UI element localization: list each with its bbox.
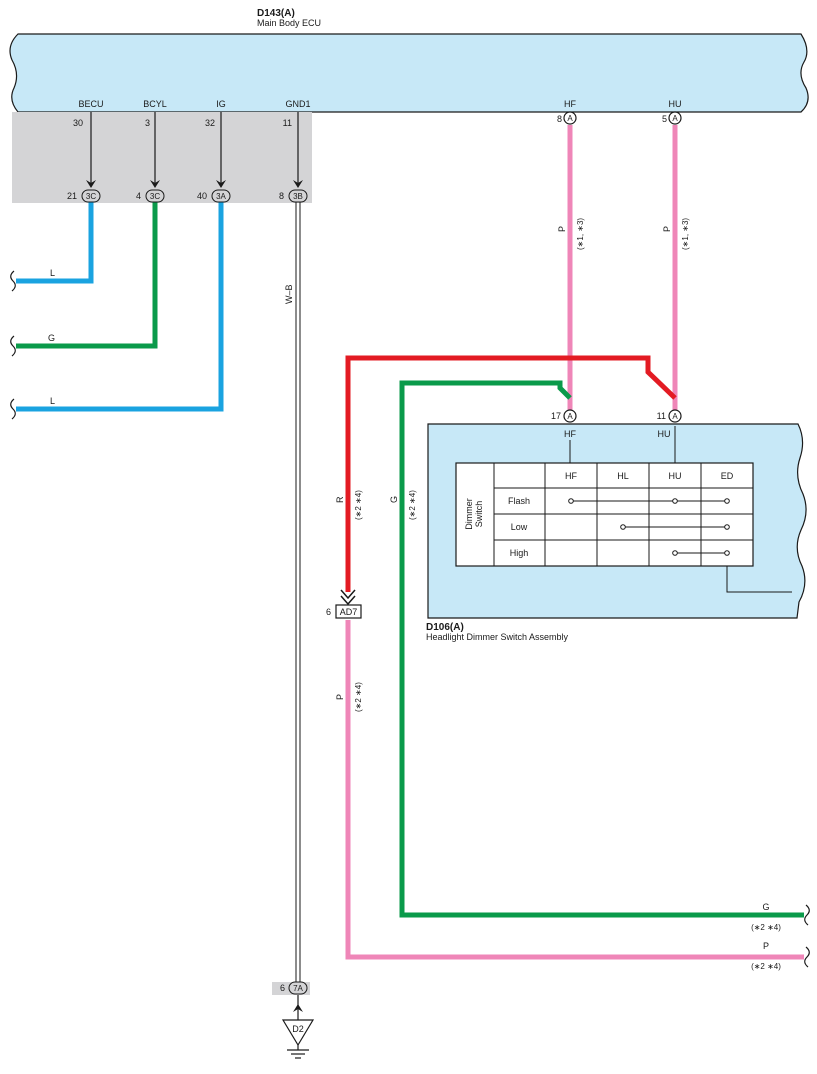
svg-text:A: A [672, 412, 678, 421]
connector-3c-becu: 3C 21 [67, 189, 101, 203]
double-arrow-ad7 [340, 589, 356, 606]
wire-note-hf: (∗1, ∗3) [576, 218, 585, 250]
terminal-label-becu: BECU [78, 99, 103, 109]
wire-label-hu: P [662, 226, 672, 232]
wire-note-hu: (∗1, ∗3) [681, 218, 690, 250]
table-col-hu: HU [669, 471, 682, 481]
svg-text:6: 6 [280, 983, 285, 993]
wire-label-p-out: P [763, 941, 769, 951]
svg-text:D2: D2 [292, 1024, 304, 1034]
switch-pin-hu: 11 [657, 411, 666, 421]
wire-bcyl-g [16, 198, 158, 349]
ecu-terminal-labels: BECU BCYL IG GND1 HF HU [78, 99, 681, 109]
connector-ad7: AD7 6 [326, 604, 362, 619]
wire-note-g: (∗2 ∗4) [408, 490, 417, 520]
wire-p-lower [345, 620, 804, 960]
svg-text:A: A [567, 114, 573, 123]
table-row-high: High [510, 548, 529, 558]
svg-text:A: A [567, 412, 573, 421]
ecu-code: D143(A) [257, 8, 295, 19]
svg-text:7A: 7A [293, 984, 303, 993]
wire-note-p-lower: (∗2 ∗4) [354, 682, 363, 712]
wire-gnd1-wb [295, 198, 301, 990]
table-row-low: Low [511, 522, 528, 532]
wire-label-gnd1: W–B [284, 284, 294, 304]
connector-a-ecu-hf: A [563, 111, 577, 125]
arrow-heads [86, 180, 303, 188]
dimmer-switch-table: Dimmer Switch HF HL HU ED Flash Low High [455, 462, 754, 567]
wire-becu-l [16, 198, 94, 284]
svg-text:3C: 3C [86, 192, 96, 201]
ecu-name: Main Body ECU [257, 18, 321, 28]
wire-note-r: (∗2 ∗4) [354, 490, 363, 520]
connector-3b-gnd1: 3B 8 [279, 189, 308, 203]
wire-label-g-out: G [762, 902, 769, 912]
pin-number-becu: 30 [73, 118, 83, 128]
pin-number-ig: 32 [205, 118, 215, 128]
pin-number-hu: 5 [662, 114, 667, 124]
connector-3c-bcyl: 3C 4 [136, 189, 165, 203]
connector-7a-ground: 7A 6 [272, 981, 310, 995]
svg-text:3B: 3B [293, 192, 303, 201]
switch-terminal-hf: HF [564, 429, 576, 439]
wire-label-bcyl: G [48, 333, 55, 343]
junction-block-area [12, 112, 312, 203]
switch-name: Headlight Dimmer Switch Assembly [426, 632, 569, 642]
pin-number-bcyl: 3 [145, 118, 150, 128]
ecu-box [9, 33, 809, 113]
connector-3a-ig: 3A 40 [197, 189, 231, 203]
svg-text:6: 6 [326, 607, 331, 617]
wire-r [345, 355, 677, 592]
wire-break-marks-left [10, 270, 16, 420]
svg-text:3A: 3A [216, 192, 226, 201]
ecu-pin-numbers: 30 3 32 11 8 5 [73, 114, 667, 128]
wire-ig-l [16, 198, 224, 412]
pin-number-hf: 8 [557, 114, 562, 124]
internal-arrows [90, 112, 299, 184]
wire-label-becu: L [50, 268, 55, 278]
table-row-flash: Flash [508, 496, 530, 506]
connector-pin-becu: 21 [67, 191, 77, 201]
wire-label-hf: P [557, 226, 567, 232]
wire-g [399, 380, 804, 918]
wire-break-marks-right [804, 904, 810, 968]
wire-note-p-out: (∗2 ∗4) [751, 962, 781, 971]
terminal-label-hu: HU [669, 99, 682, 109]
connector-pin-gnd1: 8 [279, 191, 284, 201]
table-col-hf: HF [565, 471, 577, 481]
connector-a-switch-hu: A 11 HU [657, 409, 682, 439]
terminal-label-hf: HF [564, 99, 576, 109]
table-side-label-1: Dimmer [464, 498, 474, 530]
terminal-label-bcyl: BCYL [143, 99, 167, 109]
connector-a-ecu-hu: A [668, 111, 682, 125]
table-col-hl: HL [617, 471, 629, 481]
connector-a-switch-hf: A 17 HF [551, 409, 577, 439]
svg-text:3C: 3C [150, 192, 160, 201]
svg-text:AD7: AD7 [340, 607, 358, 617]
ground-point-d2: D2 [281, 1019, 315, 1059]
switch-code: D106(A) [426, 622, 464, 633]
table-col-ed: ED [721, 471, 734, 481]
wire-label-g: G [389, 496, 399, 503]
wire-note-g-out: (∗2 ∗4) [751, 923, 781, 932]
switch-pin-hf: 17 [551, 411, 561, 421]
wire-label-r: R [335, 496, 345, 503]
terminal-label-ig: IG [216, 99, 226, 109]
switch-internal-leads [569, 426, 792, 593]
wire-label-p-lower: P [335, 694, 345, 700]
pin-number-gnd1: 11 [283, 118, 292, 128]
connector-pin-ig: 40 [197, 191, 207, 201]
terminal-label-gnd1: GND1 [285, 99, 310, 109]
switch-terminal-hu: HU [658, 429, 671, 439]
connector-pin-bcyl: 4 [136, 191, 141, 201]
table-side-label-2: Switch [474, 501, 484, 528]
ground-arrow [293, 995, 303, 1022]
svg-text:A: A [672, 114, 678, 123]
wire-label-ig: L [50, 396, 55, 406]
